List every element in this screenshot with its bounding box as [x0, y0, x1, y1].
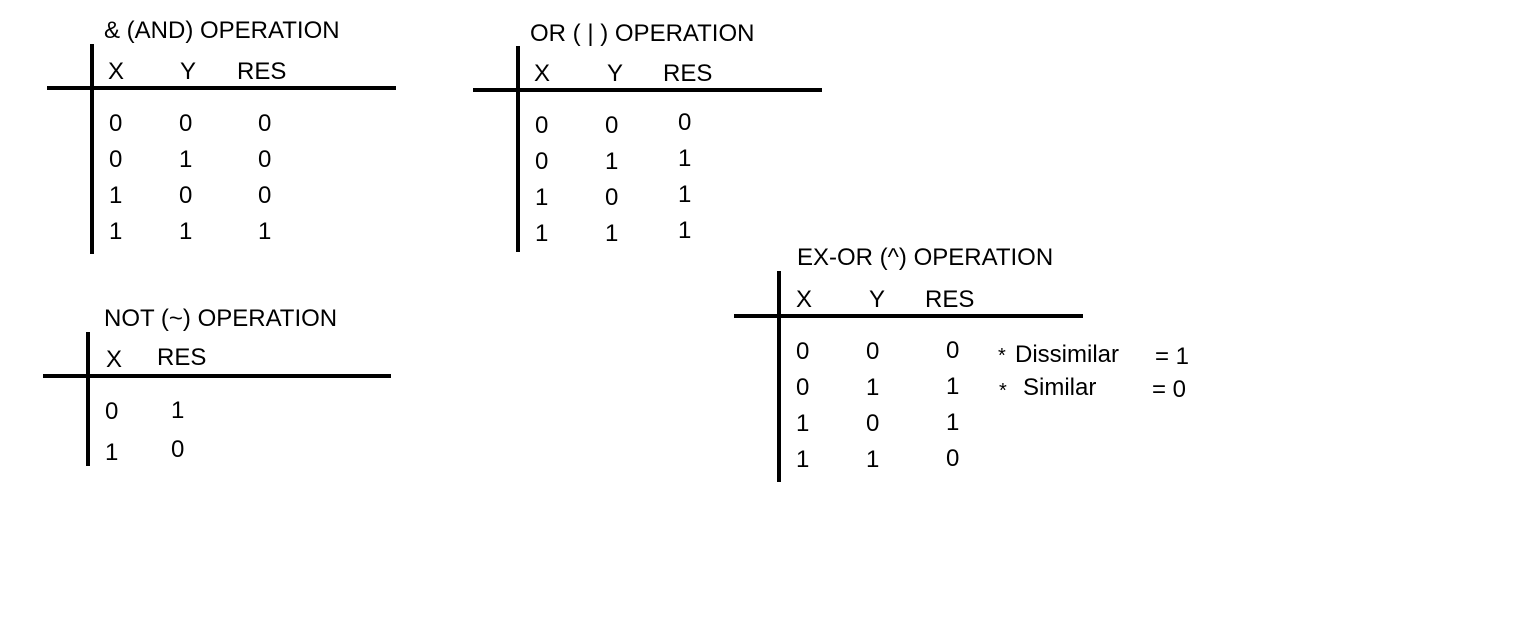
or-column-rule — [516, 46, 520, 252]
xor-column-rule — [777, 271, 781, 482]
or-cell: 0 — [535, 148, 549, 175]
not-header-res: RES — [157, 344, 207, 371]
xor-cell: 0 — [946, 337, 960, 364]
xor-note-similar-value: = 0 — [1152, 376, 1187, 403]
not-header-rule — [43, 374, 391, 378]
or-cell: 1 — [535, 220, 549, 247]
or-header-res: RES — [663, 60, 713, 87]
and-cell: 0 — [258, 146, 272, 173]
and-cell: 0 — [258, 110, 272, 137]
and-cell: 0 — [179, 182, 193, 209]
xor-cell: 0 — [946, 445, 960, 472]
and-cell: 0 — [258, 182, 272, 209]
and-header-res: RES — [237, 58, 287, 85]
xor-title: EX-OR (^) OPERATION — [797, 244, 1054, 271]
or-header-y: Y — [607, 60, 624, 87]
not-header-x: X — [106, 346, 123, 373]
xor-header-x: X — [796, 286, 813, 313]
and-cell: 0 — [109, 146, 123, 173]
and-header-x: X — [108, 58, 125, 85]
and-cell: 1 — [179, 218, 193, 245]
and-cell: 1 — [179, 146, 193, 173]
xor-cell: 0 — [796, 338, 810, 365]
or-cell: 1 — [605, 220, 619, 247]
and-cell: 1 — [109, 182, 123, 209]
xor-note-dissimilar-value: = 1 — [1155, 343, 1190, 370]
xor-note-similar-label: Similar — [1023, 374, 1097, 401]
or-header-rule — [473, 88, 822, 92]
and-cell: 0 — [179, 110, 193, 137]
xor-note-dissimilar-label: Dissimilar — [1015, 341, 1119, 368]
or-title: OR ( | ) OPERATION — [530, 20, 755, 47]
xor-header-res: RES — [925, 286, 975, 313]
and-title: & (AND) OPERATION — [104, 17, 340, 44]
xor-note-bullet: * — [999, 380, 1007, 402]
or-cell: 0 — [605, 184, 619, 211]
xor-cell: 0 — [796, 374, 810, 401]
not-title: NOT (~) OPERATION — [104, 305, 338, 332]
and-cell: 0 — [109, 110, 123, 137]
or-cell: 0 — [535, 112, 549, 139]
xor-header-y: Y — [869, 286, 886, 313]
not-cell: 0 — [105, 398, 119, 425]
or-cell: 0 — [678, 109, 692, 136]
and-header-rule — [47, 86, 396, 90]
xor-cell: 0 — [866, 338, 880, 365]
xor-note-bullet: * — [998, 345, 1006, 367]
or-cell: 1 — [678, 181, 692, 208]
and-column-rule — [90, 44, 94, 254]
xor-cell: 1 — [946, 409, 960, 436]
and-cell: 1 — [109, 218, 123, 245]
xor-cell: 1 — [866, 374, 880, 401]
not-cell: 1 — [105, 439, 119, 466]
not-column-rule — [86, 332, 90, 466]
or-cell: 1 — [678, 217, 692, 244]
and-cell: 1 — [258, 218, 272, 245]
xor-header-rule — [734, 314, 1083, 318]
xor-cell: 1 — [796, 410, 810, 437]
and-header-y: Y — [180, 58, 197, 85]
xor-cell: 1 — [946, 373, 960, 400]
not-cell: 1 — [171, 397, 185, 424]
or-cell: 0 — [605, 112, 619, 139]
or-cell: 1 — [678, 145, 692, 172]
or-cell: 1 — [605, 148, 619, 175]
not-cell: 0 — [171, 436, 185, 463]
xor-cell: 0 — [866, 410, 880, 437]
or-cell: 1 — [535, 184, 549, 211]
or-header-x: X — [534, 60, 551, 87]
xor-cell: 1 — [796, 446, 810, 473]
xor-cell: 1 — [866, 446, 880, 473]
